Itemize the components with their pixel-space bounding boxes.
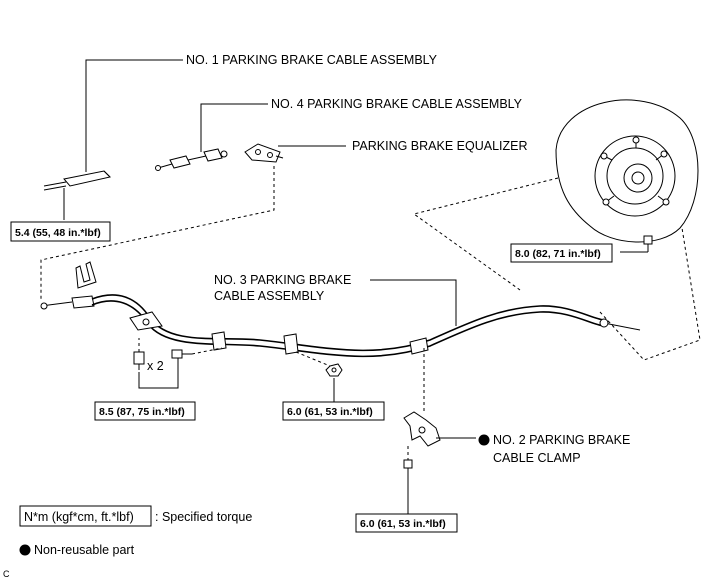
- cable1-leader: [85, 59, 183, 172]
- nut-dash: [295, 351, 331, 367]
- brake-dash: [412, 177, 701, 361]
- torque-text-1: 5.4 (55, 48 in.*lbf): [15, 227, 101, 239]
- bolts-torque-leader: [138, 358, 179, 389]
- torque-box-5: [355, 513, 458, 533]
- label-clamp-line2: CABLE CLAMP: [493, 451, 581, 465]
- cable3-leader: [370, 279, 457, 326]
- bottom-bolt: [403, 459, 413, 476]
- bolts-dash: [138, 338, 223, 355]
- corner-code: C: [3, 569, 10, 579]
- retaining-clip: [75, 261, 97, 289]
- torque-box-4: [282, 401, 385, 421]
- torque-box-1: [10, 221, 111, 242]
- cable3-part: [40, 294, 641, 358]
- clamp-part: [403, 411, 441, 447]
- bolts-x2: [133, 349, 192, 370]
- equalizer-part: [244, 143, 284, 163]
- label-clamp-line1: NO. 2 PARKING BRAKE: [493, 433, 630, 447]
- cable1-part: [43, 170, 111, 191]
- legend-unit-box: [19, 505, 152, 527]
- torque-text-3: 8.5 (87, 75 in.*lbf): [99, 406, 185, 418]
- legend-nonreusable-text: Non-reusable part: [34, 543, 135, 557]
- brake-assembly: [555, 99, 699, 252]
- torque-text-2: 8.0 (82, 71 in.*lbf): [515, 248, 601, 260]
- legend-nonreusable-icon: [19, 544, 31, 556]
- legend-unit-desc: : Specified torque: [155, 510, 252, 524]
- label-cable4: NO. 4 PARKING BRAKE CABLE ASSEMBLY: [271, 97, 523, 111]
- label-cable1: NO. 1 PARKING BRAKE CABLE ASSEMBLY: [186, 53, 438, 67]
- torque-text-4: 6.0 (61, 53 in.*lbf): [287, 406, 373, 418]
- label-cable3-line1: NO. 3 PARKING BRAKE: [214, 273, 351, 287]
- nonreusable-marker: [478, 434, 490, 446]
- label-cable3-line2: CABLE ASSEMBLY: [214, 289, 325, 303]
- label-x2: x 2: [147, 359, 164, 373]
- hub-bolts: [600, 136, 670, 206]
- torque-box-3: [94, 401, 196, 421]
- nut-part: [325, 363, 343, 377]
- torque-text-5: 6.0 (61, 53 in.*lbf): [360, 518, 446, 530]
- cable4-leader: [200, 103, 268, 152]
- legend-unit-text: N*m (kgf*cm, ft.*lbf): [24, 510, 134, 524]
- label-equalizer: PARKING BRAKE EQUALIZER: [352, 139, 528, 153]
- torque-box-2: [510, 243, 613, 263]
- equalizer-dash: [40, 166, 275, 300]
- cable4-part: [155, 148, 228, 171]
